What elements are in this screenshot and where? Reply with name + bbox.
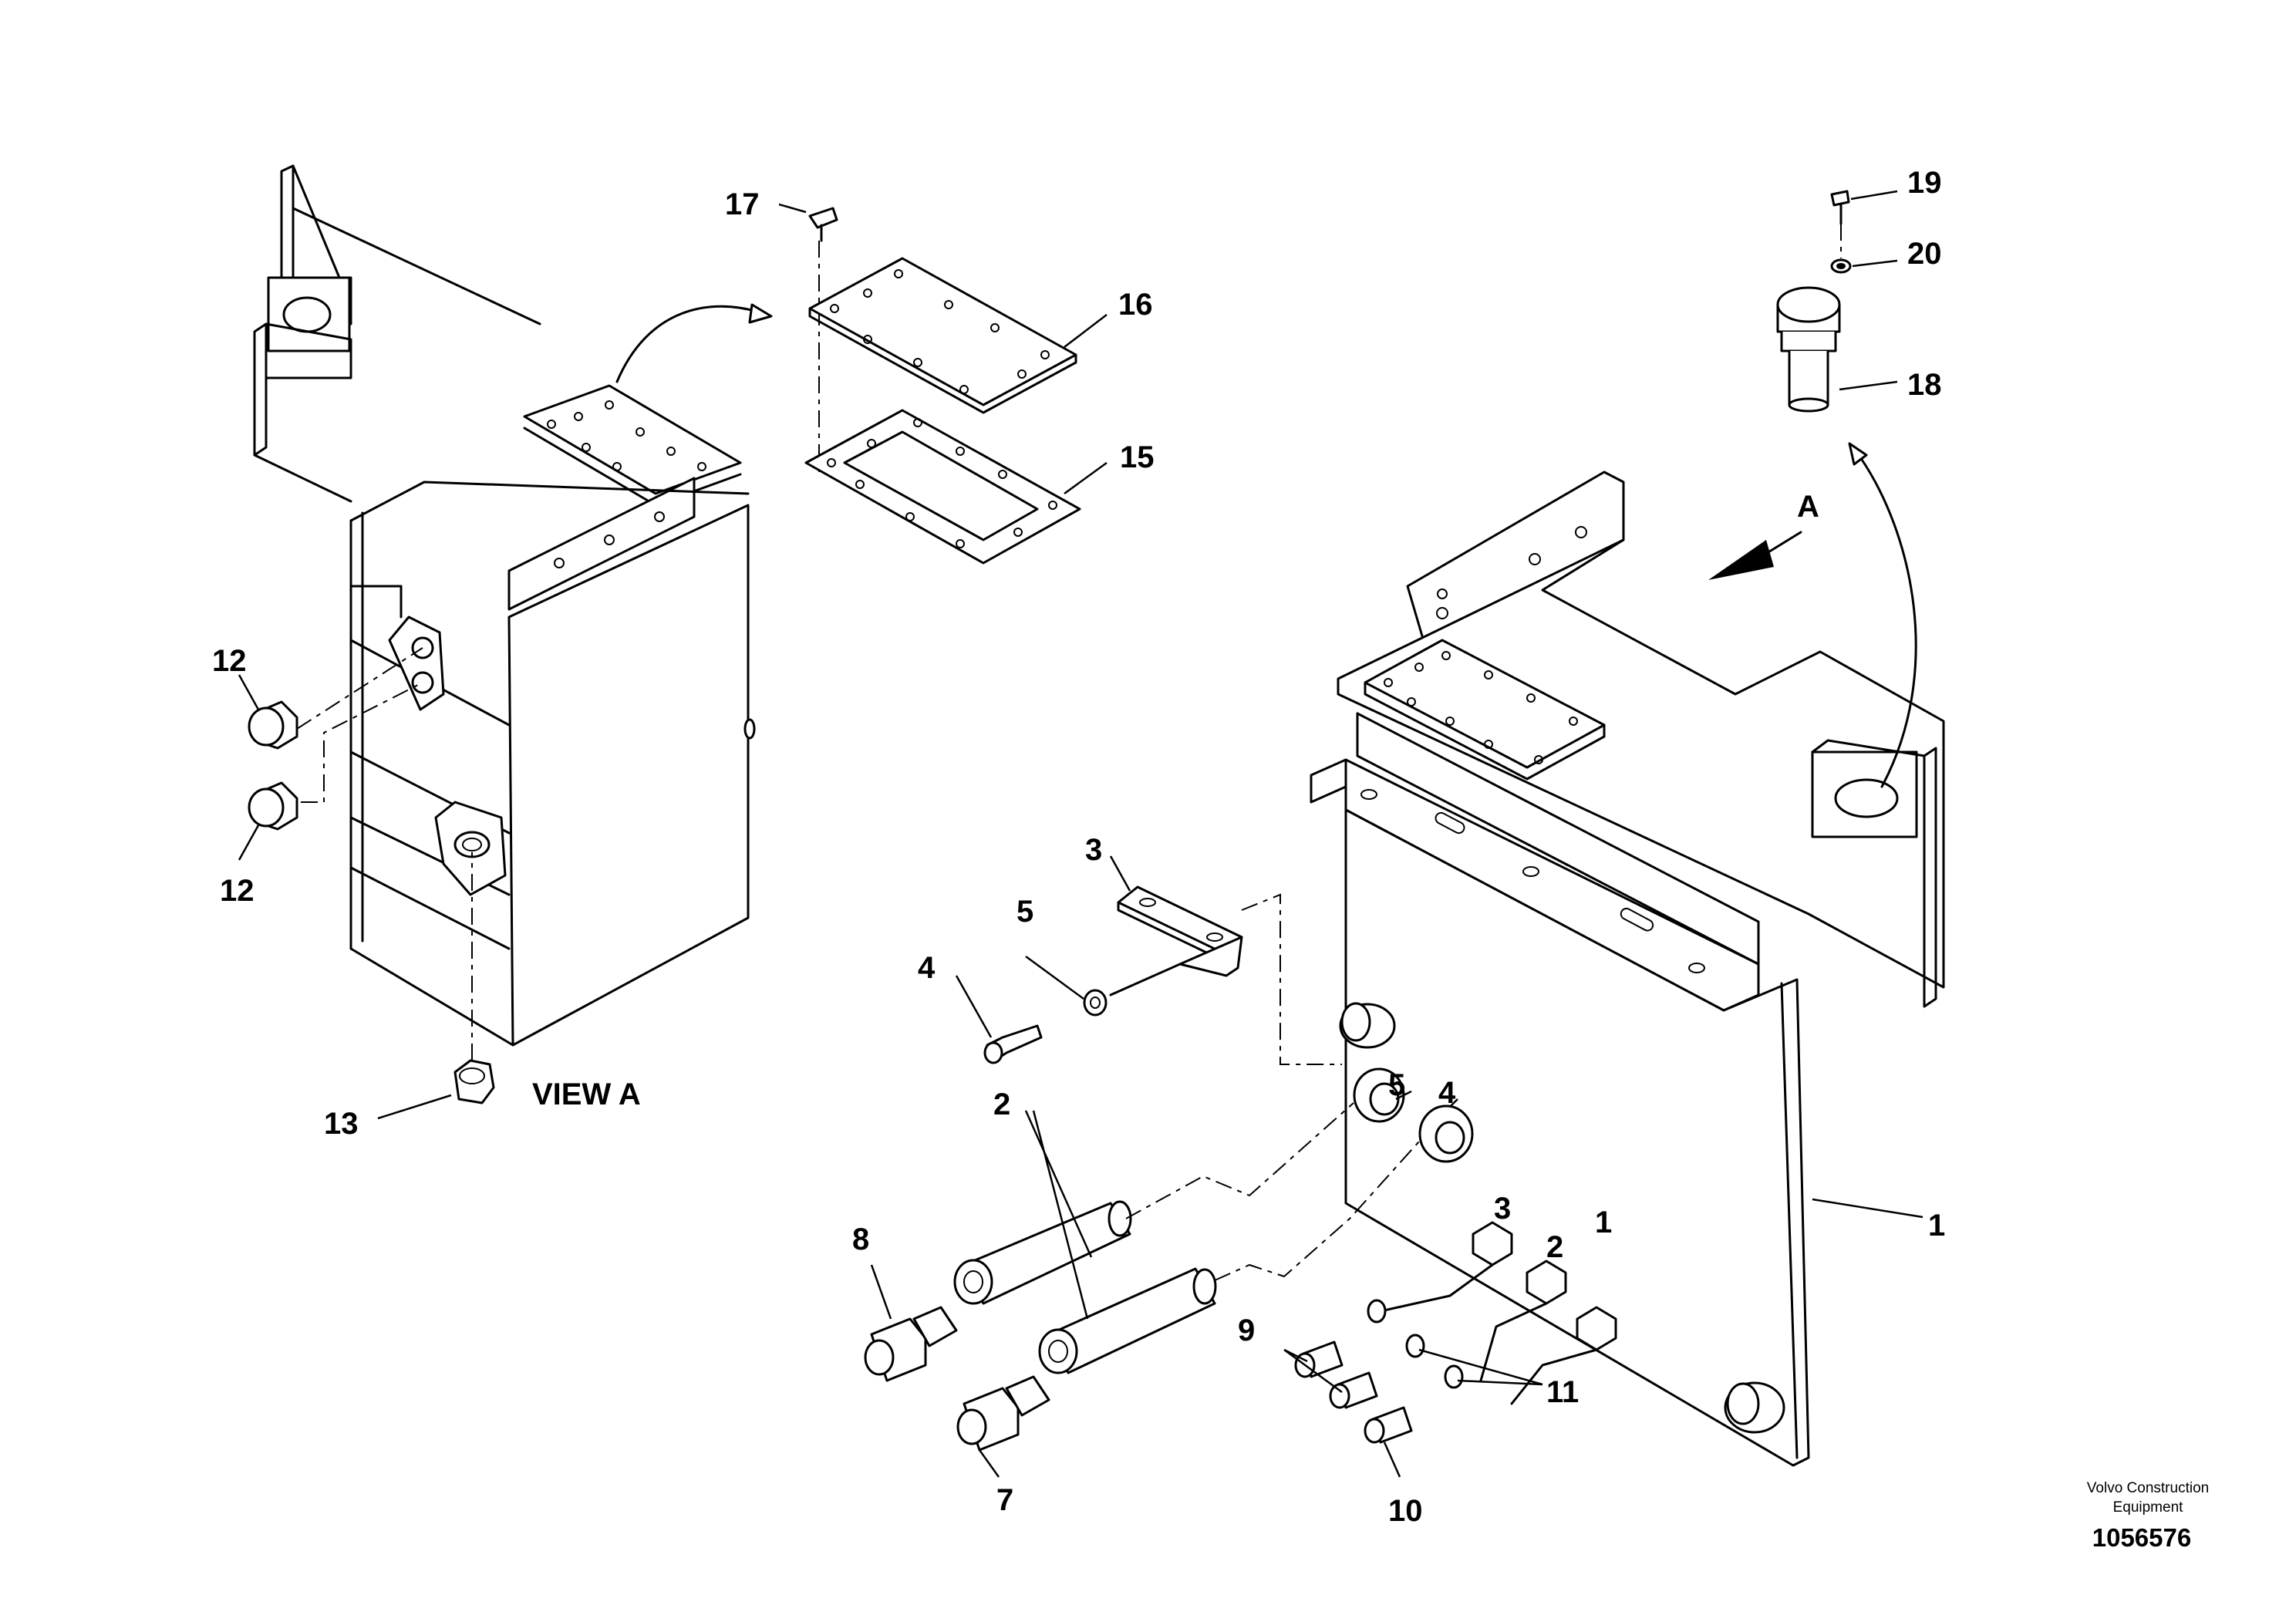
part-19-screw (1830, 190, 1850, 258)
credit-block: Volvo Construction Equipment 1056576 (2087, 1480, 2209, 1552)
part-15-gasket (804, 409, 1081, 565)
callout-15: 15 (1120, 440, 1155, 474)
callout-17: 17 (725, 187, 760, 221)
callout-18: 18 (1907, 368, 1942, 402)
view-a-tank (253, 164, 756, 1047)
callout-19: 19 (1907, 166, 1942, 200)
leader-lines (238, 190, 1923, 1478)
part-13-nut (453, 852, 495, 1104)
callout-4-bolt: 4 (918, 951, 936, 985)
callout-3-bracket: 3 (1085, 833, 1102, 867)
part-1-tank (1310, 470, 1945, 1467)
part-10-fitting (1364, 1406, 1413, 1444)
callout-12-lower: 12 (220, 874, 255, 908)
part-5-washer-a (1083, 963, 1182, 1017)
callout-8: 8 (852, 1222, 869, 1256)
part-7-fitting (956, 1375, 1050, 1452)
part-20-washer (1830, 258, 1852, 274)
view-a-caption: VIEW A (532, 1077, 641, 1111)
reference-number: 1056576 (2092, 1523, 2191, 1552)
part-12-plug-lower (248, 682, 423, 831)
callout-13: 13 (324, 1107, 359, 1141)
small-part-2-bushing (1479, 1259, 1567, 1382)
callout-3-bushing: 3 (1494, 1192, 1511, 1226)
callout-10: 10 (1388, 1494, 1423, 1528)
credit-line-1: Volvo Construction (2087, 1480, 2209, 1496)
callout-7: 7 (996, 1483, 1013, 1517)
credit-line-2: Equipment (2113, 1499, 2184, 1516)
cover-detail-arrow (615, 305, 761, 383)
callout-1-tank: 1 (1928, 1209, 1945, 1243)
small-part-3-bushing (1379, 1221, 1513, 1313)
filler-detail-arrow (1857, 454, 1917, 788)
tank-knob-upper (1339, 1002, 1396, 1049)
part-2-sleeve-upper (953, 1102, 1354, 1305)
callout-a-arrow: A (1797, 490, 1819, 524)
callout-1-bushing: 1 (1595, 1206, 1612, 1239)
callout-16: 16 (1118, 288, 1153, 322)
small-part-1-bushing (1510, 1306, 1617, 1405)
part-8-fitting (864, 1306, 958, 1382)
part-16-cover-plate (808, 257, 1077, 414)
part-12-plug-upper (248, 647, 423, 750)
part-5-seal-b (1353, 1067, 1405, 1123)
part-2-sleeve-lower (1038, 1141, 1420, 1374)
callout-5-washer: 5 (1017, 895, 1033, 929)
callout-5-seal: 5 (1388, 1068, 1405, 1102)
part-9-fittings (1294, 1340, 1378, 1409)
callout-2-sleeve: 2 (993, 1088, 1010, 1121)
part-18-filler-cap (1776, 286, 1841, 413)
view-a-direction-arrow (1708, 531, 1802, 580)
callout-20: 20 (1907, 237, 1942, 271)
part-3-bracket (1117, 885, 1342, 1065)
part-11-seals (1367, 1299, 1464, 1389)
cover-bolts (547, 400, 706, 471)
callout-labels: 17 16 15 19 20 18 12 12 13 3 5 4 2 8 7 5… (212, 166, 1945, 1528)
part-17-screw (808, 207, 838, 478)
part-4-bolt (983, 1024, 1043, 1064)
callout-11: 11 (1546, 1375, 1579, 1409)
tank-knob-lower (1724, 1381, 1785, 1434)
callout-12-upper: 12 (212, 644, 247, 678)
part-4-seal-b (1418, 1104, 1474, 1163)
callout-4-seal: 4 (1438, 1076, 1456, 1110)
callout-9: 9 (1238, 1313, 1255, 1347)
callout-2-bushing: 2 (1546, 1230, 1563, 1264)
